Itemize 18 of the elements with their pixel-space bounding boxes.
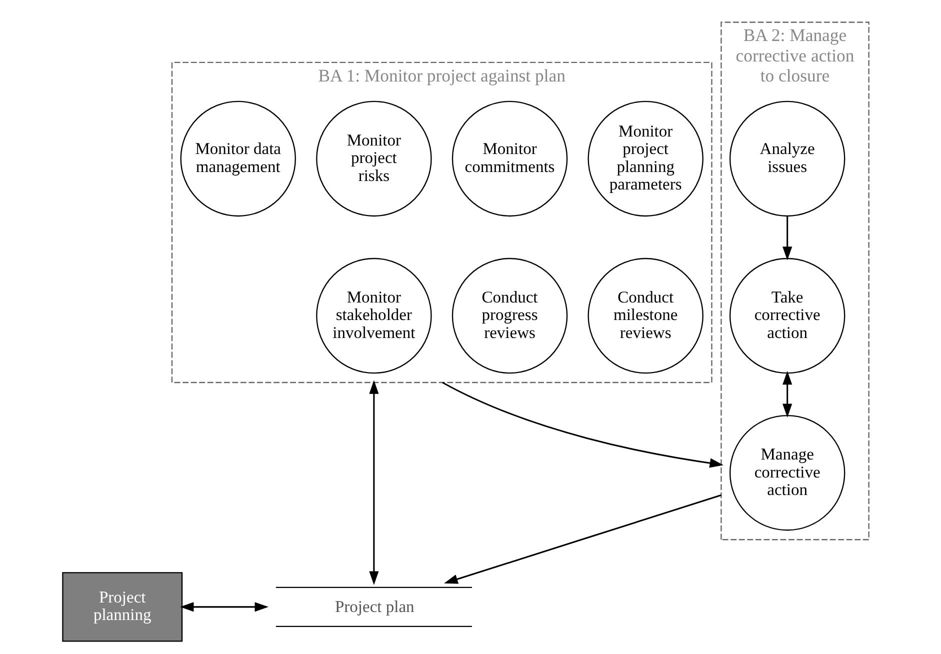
node-box: Project planning	[62, 572, 183, 642]
node-circle: Conduct progress reviews	[452, 258, 568, 374]
arrow	[369, 380, 379, 585]
node-circle: Analyze issues	[729, 100, 846, 217]
node-circle: Monitor data management	[180, 100, 296, 217]
arrow	[782, 370, 792, 418]
arrow	[444, 494, 722, 584]
arrow	[180, 602, 268, 612]
arrow	[442, 382, 724, 468]
node-circle: Monitor project risks	[316, 100, 432, 217]
node-circle: Monitor stakeholder involvement	[316, 258, 432, 374]
node-circle: Conduct milestone reviews	[588, 258, 704, 374]
arrow	[782, 216, 792, 260]
node-circle: Monitor commitments	[452, 100, 568, 217]
node-circle: Monitor project planning parameters	[588, 100, 704, 217]
node-circle: Take corrective action	[729, 258, 846, 374]
node-text: Project plan	[334, 596, 414, 616]
node-circle: Manage corrective action	[729, 415, 846, 531]
